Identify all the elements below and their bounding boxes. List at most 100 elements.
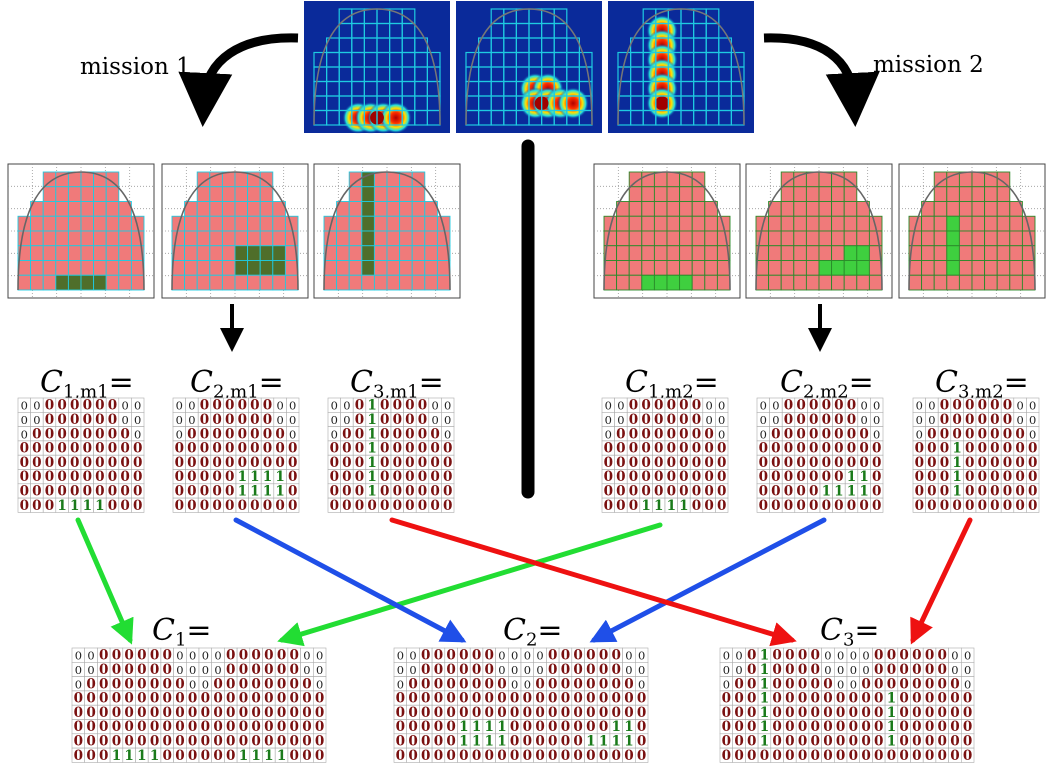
inactive-cell [958, 186, 973, 202]
inactive-cell [105, 215, 120, 232]
matrix-zero: 0 [586, 748, 595, 764]
matrix-zero: 0 [705, 399, 712, 413]
inactive-cell [921, 215, 935, 232]
inactive-cell [221, 171, 236, 188]
matrix-zero: 0 [303, 649, 310, 663]
matrix-zero: 0 [536, 663, 543, 677]
inactive-cell [933, 186, 948, 202]
inactive-cell [93, 245, 107, 261]
matrix-zero: 0 [760, 748, 769, 764]
inactive-cell [67, 171, 82, 188]
inactive-cell [436, 260, 451, 276]
matrix-zero: 0 [629, 498, 638, 514]
sensor-arc [17, 171, 145, 291]
inactive-cell [1009, 245, 1023, 261]
inactive-cell [1009, 230, 1023, 247]
matrix-one: 1 [239, 748, 248, 764]
matrix-zero: 0 [70, 426, 79, 442]
inactive-cell [704, 274, 718, 291]
heatmap-3 [608, 1, 754, 133]
matrix-zero: 0 [912, 748, 921, 764]
inactive-cell [793, 186, 807, 202]
matrix-zero: 0 [45, 441, 54, 457]
matrix-one: 1 [70, 498, 79, 514]
inactive-cell [856, 274, 870, 291]
active-cell [55, 274, 69, 291]
matrix-zero: 0 [964, 649, 971, 663]
matrix-zero: 0 [108, 455, 117, 471]
matrix-zero: 0 [70, 455, 79, 471]
inactive-cell [284, 274, 299, 291]
matrix-zero: 0 [915, 498, 924, 514]
matrix-zero: 0 [524, 663, 531, 677]
arrow-c1m1-to-c1 [75, 517, 134, 645]
matrix-zero: 0 [430, 498, 439, 514]
inactive-cell [259, 274, 274, 291]
matrix-zero: 0 [212, 441, 221, 457]
inactive-cell [234, 186, 249, 202]
inactive-cell [373, 230, 388, 247]
active-cell [641, 274, 655, 291]
matrix-zero: 0 [952, 498, 961, 514]
active-cell [361, 201, 375, 217]
inactive-cell [641, 260, 655, 276]
matrix-zero: 0 [83, 426, 92, 442]
inactive-cell [105, 186, 120, 202]
inactive-cell [209, 201, 223, 217]
matrix-zero: 0 [20, 484, 29, 500]
matrix-zero: 0 [263, 426, 272, 442]
inactive-cell [399, 245, 413, 261]
flow-arrows [178, 33, 880, 499]
inactive-cell [768, 230, 782, 247]
matrix-zero: 0 [57, 455, 66, 471]
inactive-cell [818, 171, 833, 188]
matrix-zero: 0 [899, 748, 908, 764]
active-cell [653, 274, 668, 291]
inactive-cell [856, 215, 870, 232]
inactive-cell [831, 215, 845, 232]
inactive-cell [653, 171, 668, 188]
matrix-zero: 0 [83, 469, 92, 485]
inactive-cell [221, 215, 236, 232]
inactive-cell [348, 245, 363, 261]
matrix-zero: 0 [938, 748, 947, 764]
matrix-zero: 0 [238, 426, 247, 442]
matrix-zero: 0 [225, 498, 234, 514]
active-cell [234, 260, 249, 276]
matrix-zero: 0 [964, 677, 971, 691]
active-cell [247, 245, 261, 261]
inactive-cell [30, 230, 44, 247]
matrix-one: 1 [277, 748, 286, 764]
matrix-one: 1 [112, 748, 121, 764]
matrix-zero: 0 [263, 412, 272, 428]
inactive-cell [768, 215, 782, 232]
inactive-cell [93, 201, 107, 217]
matrix-zero: 0 [485, 748, 494, 764]
matrix-zero: 0 [275, 498, 284, 514]
inactive-cell [996, 260, 1011, 276]
inactive-cell [641, 245, 655, 261]
inactive-cell [921, 274, 935, 291]
matrix-one: 1 [641, 498, 650, 514]
inactive-cell [780, 186, 795, 202]
inactive-cell [691, 245, 706, 261]
matrix-zero: 0 [57, 412, 66, 428]
inactive-cell [234, 230, 249, 247]
inactive-cell [805, 215, 820, 232]
matrix-zero: 0 [617, 399, 624, 413]
matrix-zero: 0 [70, 398, 79, 414]
inactive-cell [971, 245, 986, 261]
inactive-cell [641, 201, 655, 217]
matrix-zero: 0 [343, 399, 350, 413]
matrix-zero: 0 [1016, 399, 1023, 413]
matrix-zero: 0 [250, 398, 259, 414]
inactive-cell [399, 186, 413, 202]
inactive-cell [996, 215, 1011, 232]
active-cell [856, 260, 870, 276]
matrix-zero: 0 [57, 469, 66, 485]
matrix-zero: 0 [176, 663, 183, 677]
heat-blob [380, 101, 412, 134]
inactive-cell [628, 274, 643, 291]
inactive-cell [399, 215, 413, 232]
